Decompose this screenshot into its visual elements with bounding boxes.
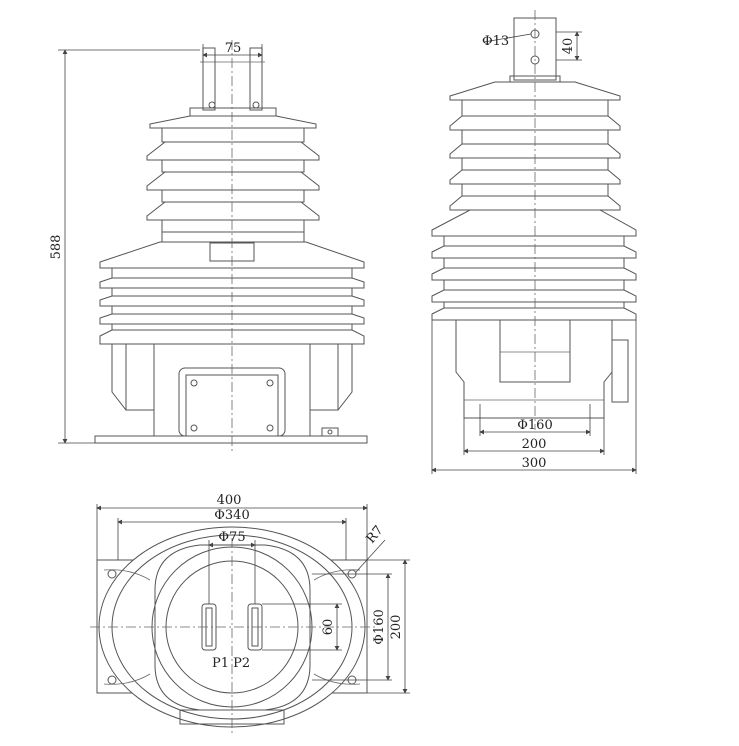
- base-plate: [94, 435, 368, 444]
- dim-height: 588: [49, 235, 64, 260]
- side-base: [455, 320, 613, 419]
- inner-body: [154, 544, 311, 711]
- dim-plan-60: 60: [321, 619, 336, 636]
- dim-plan-d160: Φ160: [372, 609, 387, 644]
- dim-side-200: 200: [522, 437, 547, 452]
- dim-top-width: 75: [225, 41, 242, 56]
- front-view: 75 588: [49, 40, 368, 452]
- dim-side-d160: Φ160: [517, 418, 552, 433]
- upper-sheds: [146, 115, 320, 243]
- side-box: [611, 339, 629, 403]
- ground-terminal: [321, 427, 339, 437]
- dim-plan-d340: Φ340: [214, 508, 249, 523]
- side-lower-sheds: [431, 209, 637, 321]
- dim-side-300: 300: [522, 456, 547, 471]
- plan-view: P1 P2 400 Φ340 Φ75 R7 6: [90, 493, 410, 735]
- label-p1p2: P1 P2: [212, 656, 250, 671]
- terminal-bar-right: [249, 47, 263, 111]
- side-upper-sheds: [449, 81, 621, 211]
- side-view: 40 Φ13: [431, 10, 637, 474]
- dim-top-40: 40: [561, 38, 576, 55]
- dim-plan-400: 400: [217, 493, 242, 508]
- dim-phi13: Φ13: [482, 34, 509, 49]
- dim-plan-d75: Φ75: [218, 530, 245, 545]
- terminal-bar-left: [202, 47, 216, 111]
- dim-plan-200: 200: [389, 615, 404, 640]
